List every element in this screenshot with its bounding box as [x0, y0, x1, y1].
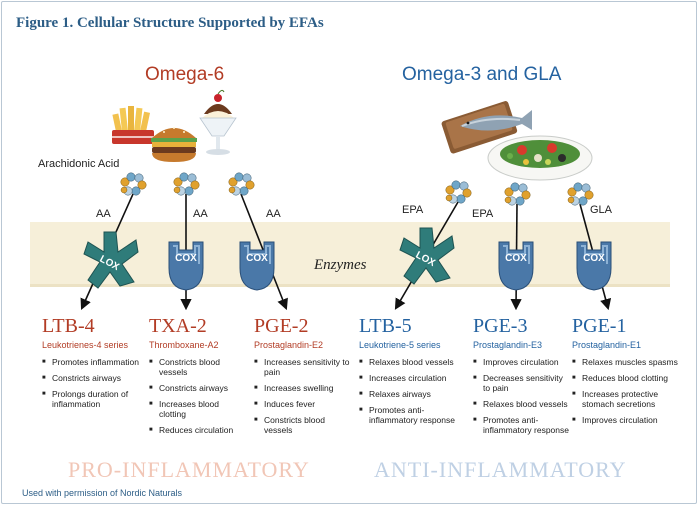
effect-item: Increases swelling [254, 383, 352, 393]
product-abbr-ltb5: LTB-5 [359, 315, 412, 337]
fatty-acid-molecule-icon [173, 172, 200, 196]
fish-salad-icon [441, 101, 593, 181]
effect-item: Promotes anti-inflammatory response [359, 405, 465, 425]
enzyme-pathway-6: COX [567, 182, 612, 311]
effect-item: Reduces blood clotting [572, 373, 682, 383]
effect-item: Relaxes airways [359, 389, 465, 399]
product-name-ltb4: Leukotrienes-4 series [42, 340, 129, 350]
effect-item: Increases protective stomach secretions [572, 389, 682, 409]
product-abbr-pge1: PGE-1 [572, 315, 627, 337]
effect-item: Relaxes blood vessels [473, 399, 571, 409]
cox-receptor-icon [576, 241, 612, 291]
effect-item: Induces fever [254, 399, 352, 409]
enzyme-pathway-4: LOX [394, 180, 472, 310]
effect-item: Constricts blood vessels [149, 357, 247, 377]
enzyme-band [30, 222, 670, 286]
enzyme-pathway-3: COX [228, 172, 288, 311]
enzyme-pathway-2: COX [168, 172, 204, 311]
substrate-label-1: AA [96, 208, 111, 220]
effect-item: Improves circulation [473, 357, 571, 367]
effect-item: Increases blood clotting [149, 399, 247, 419]
product-name-pge1: Prostaglandin-E1 [572, 340, 642, 350]
figure-title: Figure 1. Cellular Structure Supported b… [16, 15, 324, 31]
credit-line: Used with permission of Nordic Naturals [22, 488, 183, 498]
substrate-label-3: AA [266, 208, 281, 220]
effect-item: Improves circulation [572, 415, 682, 425]
effect-item: Constricts airways [149, 383, 247, 393]
effects-list-pge3: Improves circulation Decreases sensitivi… [473, 357, 571, 441]
effect-item: Constricts blood vessels [254, 415, 352, 435]
product-name-txa2: Thromboxane-A2 [149, 340, 219, 350]
enzyme-name-label: COX [175, 253, 197, 264]
effects-list-pge2: Increases sensitivity to pain Increases … [254, 357, 352, 441]
substrate-label-5: EPA [472, 208, 494, 220]
enzyme-band-edge [30, 284, 670, 287]
effect-item: Prolongs duration of inflammation [42, 389, 142, 409]
effect-item: Increases circulation [359, 373, 465, 383]
omega6-title: Omega-6 [145, 64, 225, 85]
enzyme-name-label: COX [246, 253, 268, 264]
effects-list-ltb5: Relaxes blood vessels Increases circulat… [359, 357, 465, 431]
fatty-acid-molecule-icon [228, 172, 255, 196]
cox-receptor-icon [239, 241, 275, 291]
fast-food-icon [112, 89, 237, 162]
product-abbr-ltb4: LTB-4 [42, 315, 95, 337]
effects-list-pge1: Relaxes muscles spasms Reduces blood clo… [572, 357, 682, 431]
enzyme-pathway-5: COX [498, 182, 534, 311]
product-name-pge2: Prostaglandin-E2 [254, 340, 324, 350]
fatty-acid-molecule-icon [120, 172, 147, 196]
arachidonic-acid-label: Arachidonic Acid [38, 158, 120, 170]
substrate-label-4: EPA [402, 204, 424, 216]
pro-inflammatory-label: PRO-INFLAMMATORY [68, 457, 310, 482]
effects-list-txa2: Constricts blood vessels Constricts airw… [149, 357, 247, 441]
enzymes-label: Enzymes [314, 257, 367, 273]
product-name-ltb5: Leukotriene-5 series [359, 340, 441, 350]
fatty-acid-molecule-icon [567, 182, 594, 206]
product-name-pge3: Prostaglandin-E3 [473, 340, 543, 350]
enzyme-pathway-1: LOX [80, 172, 147, 311]
effect-item: Increases sensitivity to pain [254, 357, 352, 377]
effect-item: Decreases sensitivity to pain [473, 373, 571, 393]
effect-item: Promotes inflammation [42, 357, 142, 367]
product-abbr-pge2: PGE-2 [254, 315, 309, 337]
effect-item: Reduces circulation [149, 425, 247, 435]
anti-inflammatory-label: ANTI-INFLAMMATORY [374, 457, 627, 482]
substrate-label-6: GLA [590, 204, 613, 216]
enzyme-name-label: COX [583, 253, 605, 264]
fatty-acid-molecule-icon [445, 180, 472, 204]
effect-item: Relaxes muscles spasms [572, 357, 682, 367]
omega3-title: Omega-3 and GLA [402, 64, 562, 85]
product-abbr-txa2: TXA-2 [149, 315, 207, 337]
effect-item: Relaxes blood vessels [359, 357, 465, 367]
fatty-acid-molecule-icon [504, 182, 531, 206]
substrate-label-2: AA [193, 208, 208, 220]
effects-list-ltb4: Promotes inflammation Constricts airways… [42, 357, 142, 415]
enzyme-name-label: COX [505, 253, 527, 264]
effect-item: Promotes anti-inflammatory response [473, 415, 571, 435]
effect-item: Constricts airways [42, 373, 142, 383]
pathway-graphics: LOX COX COX LOX COX COX [80, 172, 612, 311]
product-abbr-pge3: PGE-3 [473, 315, 528, 337]
